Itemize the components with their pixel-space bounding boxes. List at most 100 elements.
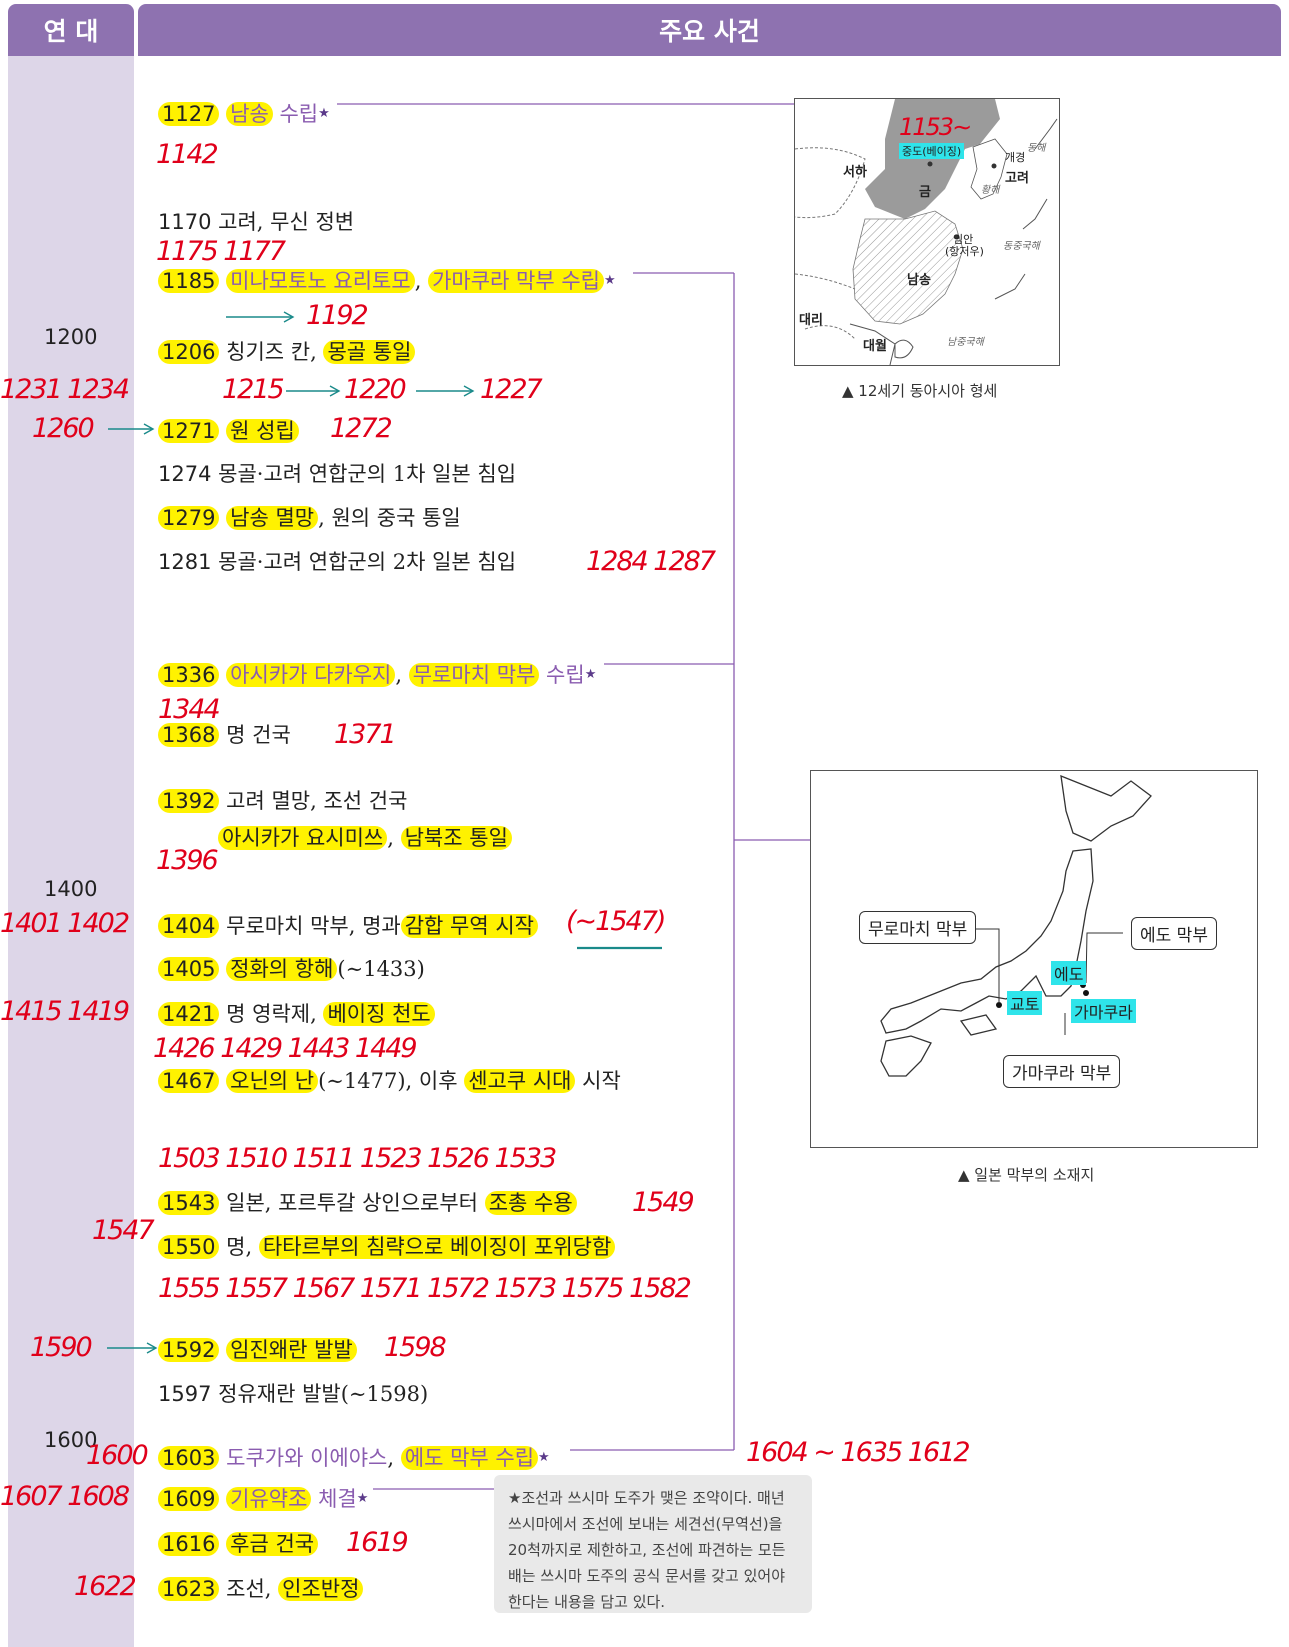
handwritten-note: 1622 xyxy=(74,1571,137,1602)
event-1185: 1185 미나모토노 요리토모, 가마쿠라 막부 수립★ xyxy=(158,267,616,295)
event-1543: 1543 일본, 포르투갈 상인으로부터 조총 수용 xyxy=(158,1189,577,1217)
event-highlight: 아시카가 다카우지 xyxy=(226,663,396,687)
handwritten-note: 1549 xyxy=(632,1187,695,1218)
event-highlight: 조총 수용 xyxy=(484,1191,577,1215)
event-1392-unification: 아시카가 요시미쓰, 남북조 통일 xyxy=(218,824,512,852)
map-japan: 무로마치 막부 에도 막부 에도 교토 가마쿠라 가마쿠라 막부 xyxy=(810,770,1258,1148)
event-separator: , xyxy=(387,826,401,850)
star-icon: ★ xyxy=(603,273,616,288)
event-highlight: 후금 건국 xyxy=(226,1532,319,1556)
map-japan-shapes xyxy=(880,774,1152,1077)
event-year: 1281 xyxy=(158,550,212,574)
handwritten-note: 1220 xyxy=(344,374,407,405)
event-highlight: 임진왜란 발발 xyxy=(226,1338,357,1362)
event-highlight: 기유약조 xyxy=(226,1487,312,1511)
map-label-kamakura-bakufu: 가마쿠라 막부 xyxy=(1003,1055,1121,1088)
map-label-imanl: 임안 xyxy=(953,233,974,246)
handwritten-note: 1272 xyxy=(330,413,393,444)
event-text: 일본, 포르투갈 상인으로부터 xyxy=(226,1191,485,1215)
handwritten-note: 1598 xyxy=(384,1332,447,1363)
footnote-text: ★조선과 쓰시마 도주가 맺은 조약이다. 매년 쓰시마에서 조선에 보내는 세… xyxy=(508,1489,786,1611)
event-year: 1603 xyxy=(158,1446,220,1470)
header-era: 연 대 xyxy=(8,4,134,56)
event-highlight: 미나모토노 요리토모 xyxy=(226,269,415,293)
handwritten-note: 1401 1402 xyxy=(0,908,130,939)
event-1279: 1279 남송 멸망, 원의 중국 통일 xyxy=(158,504,461,532)
event-highlight: 감합 무역 시작 xyxy=(400,914,539,938)
map-label-kyoto: 교토 xyxy=(1007,991,1043,1015)
event-text: 고려 멸망, 조선 건국 xyxy=(226,789,408,813)
handwritten-note: 1175 1177 xyxy=(156,236,286,267)
map-label-dongjung: 동중국해 xyxy=(1003,241,1040,252)
footnote-box: ★조선과 쓰시마 도주가 맺은 조약이다. 매년 쓰시마에서 조선에 보내는 세… xyxy=(494,1475,812,1613)
event-year: 1368 xyxy=(158,723,220,747)
event-highlight: 아시카가 요시미쓰 xyxy=(218,826,388,850)
event-text: 명, xyxy=(226,1235,259,1259)
event-year: 1279 xyxy=(158,506,220,530)
era-column xyxy=(8,56,134,1647)
event-highlight: 정화의 항해 xyxy=(226,957,338,981)
handwritten-note: 1227 xyxy=(480,374,543,405)
event-1421: 1421 명 영락제, 베이징 천도 xyxy=(158,1000,435,1028)
handwritten-note: 1371 xyxy=(334,719,397,750)
event-highlight: 가마쿠라 막부 수립 xyxy=(428,269,604,293)
event-text: 수립 xyxy=(546,663,585,687)
map-east-asia-caption: ▲ 12세기 동아시아 형세 xyxy=(842,382,998,400)
event-1392: 1392 고려 멸망, 조선 건국 xyxy=(158,787,407,815)
event-text: 칭기즈 칸, xyxy=(226,340,324,364)
event-highlight: 센고쿠 시대 xyxy=(464,1069,576,1093)
event-1271: 1271 원 성립 xyxy=(158,417,299,445)
handwritten-note: 1604 ∼ 1635 1612 xyxy=(746,1437,971,1468)
event-year: 1592 xyxy=(158,1338,220,1362)
header-era-label: 연 대 xyxy=(43,17,99,46)
map-label-goryeo: 고려 xyxy=(1005,171,1029,186)
event-text: 수립 xyxy=(279,102,319,126)
map-japan-caption: ▲ 일본 막부의 소재지 xyxy=(958,1166,1095,1184)
event-year: 1597 xyxy=(158,1382,212,1406)
event-highlight: 몽골 통일 xyxy=(323,340,416,364)
event-highlight: 인조반정 xyxy=(278,1577,364,1601)
star-icon: ★ xyxy=(318,106,330,121)
event-highlight: 남북조 통일 xyxy=(400,826,512,850)
event-highlight: 베이징 천도 xyxy=(323,1002,435,1026)
event-text: 조선, xyxy=(226,1577,279,1601)
event-text: 몽골·고려 연합군의 1차 일본 침입 xyxy=(218,462,517,486)
map-label-edo-bakufu: 에도 막부 xyxy=(1131,917,1217,950)
event-year: 1127 xyxy=(158,102,220,126)
century-1600: 1600 xyxy=(44,1428,98,1452)
event-year: 1170 xyxy=(158,210,212,234)
event-highlight: 남송 멸망 xyxy=(226,506,319,530)
event-1623: 1623 조선, 인조반정 xyxy=(158,1575,364,1603)
event-1281: 1281 몽골·고려 연합군의 2차 일본 침입 xyxy=(158,548,516,576)
event-year: 1185 xyxy=(158,269,220,293)
map-east-asia-shapes xyxy=(795,99,1058,365)
map-label-geum: 금 xyxy=(919,185,931,200)
event-text: 몽골·고려 연합군의 2차 일본 침입 xyxy=(218,550,517,574)
handwritten-note: 1153∼ xyxy=(899,113,972,141)
handwritten-note: 1619 xyxy=(346,1527,409,1558)
event-text: , 원의 중국 통일 xyxy=(318,506,461,530)
star-icon: ★ xyxy=(584,667,597,682)
handwritten-note: 1284 1287 xyxy=(586,546,716,577)
event-year: 1421 xyxy=(158,1002,220,1026)
event-separator: , xyxy=(395,663,409,687)
event-1592: 1592 임진왜란 발발 xyxy=(158,1336,357,1364)
event-separator: , xyxy=(387,1446,401,1470)
event-1603: 1603 도쿠가와 이에야스, 에도 막부 수립★ xyxy=(158,1444,550,1472)
event-text: (∼1433) xyxy=(337,957,425,981)
event-year: 1336 xyxy=(158,663,220,687)
map-label-daewol: 대월 xyxy=(863,339,887,354)
event-1550: 1550 명, 타타르부의 침략으로 베이징이 포위당함 xyxy=(158,1233,616,1261)
century-1400: 1400 xyxy=(44,877,98,901)
handwritten-note: 1396 xyxy=(156,845,219,876)
event-text: 명 영락제, xyxy=(226,1002,324,1026)
map-label-imanl2: (항저우) xyxy=(945,245,984,258)
event-text: 정유재란 발발(∼1598) xyxy=(218,1382,429,1406)
event-1274: 1274 몽골·고려 연합군의 1차 일본 침입 xyxy=(158,460,516,488)
handwritten-note: 1600 xyxy=(86,1440,149,1471)
map-label-zhongdu: 중도(베이징) xyxy=(899,143,965,159)
handwritten-note: 1607 1608 xyxy=(0,1481,130,1512)
event-highlight: 무로마치 막부 xyxy=(408,663,540,687)
